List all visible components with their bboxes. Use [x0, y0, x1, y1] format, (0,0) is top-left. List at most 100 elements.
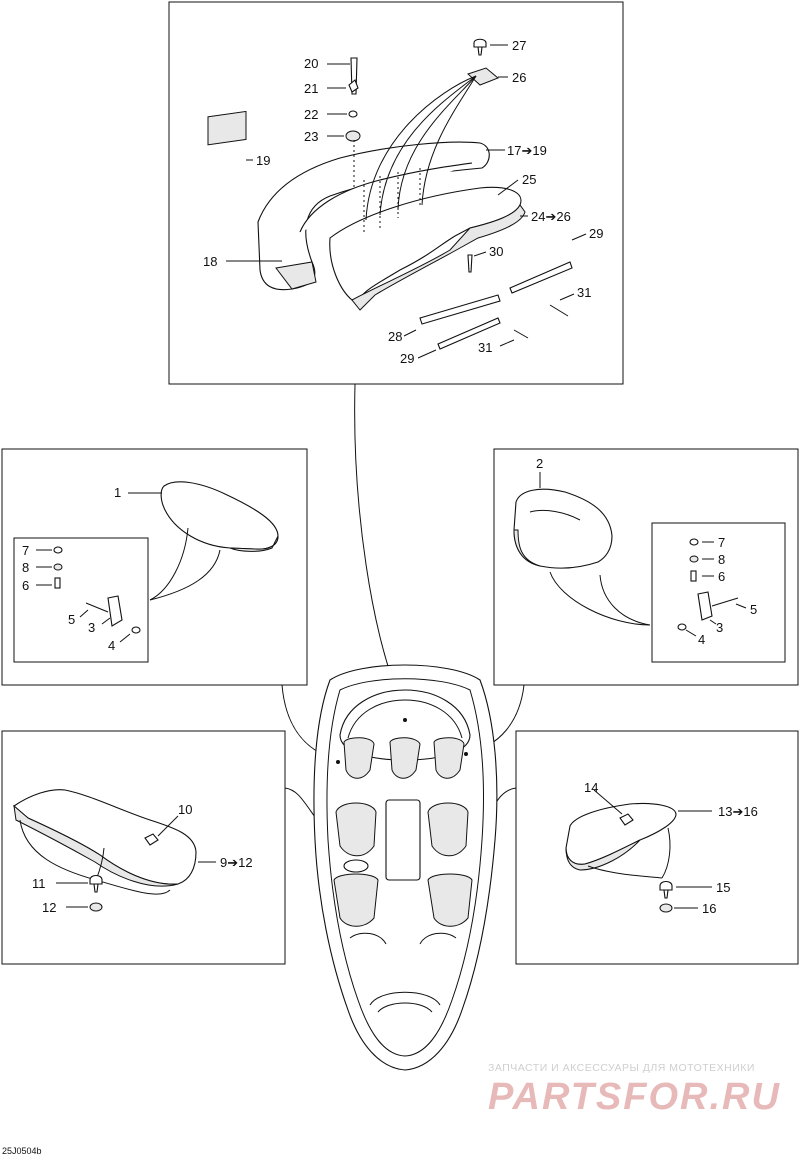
lower-right-callout-16: 16	[702, 901, 716, 916]
lower-right-fastener-14	[619, 813, 634, 826]
callout-26: 26	[512, 70, 526, 85]
lower-right-cushion-side	[565, 839, 641, 871]
left-screw-6	[54, 577, 61, 589]
left-callout-4: 4	[108, 638, 115, 653]
strip-28	[419, 294, 501, 325]
left-arrow-1	[149, 527, 189, 601]
lower-right-callout-14: 14	[584, 780, 598, 795]
left-washer-4	[131, 626, 141, 634]
callout-24-26: 24➔26	[531, 209, 571, 224]
right-arrow-1	[549, 571, 651, 626]
callout-31-upper: 31	[577, 285, 591, 300]
hull-seat-rear-left	[333, 873, 379, 927]
right-callout-8: 8	[718, 552, 725, 567]
left-bracket-3	[107, 595, 123, 627]
pin-30	[467, 254, 473, 273]
right-panel-frame	[493, 448, 799, 686]
hull-seat-front-3	[433, 737, 465, 779]
top-panel-frame	[168, 1, 624, 385]
callout-21: 21	[304, 81, 318, 96]
hull-marker-top	[403, 718, 407, 722]
callout-23: 23	[304, 129, 318, 144]
hull-stern-curve	[369, 991, 441, 1006]
lower-left-callout-9-12: 9➔12	[220, 855, 253, 870]
left-callout-3: 3	[88, 620, 95, 635]
seat-cover-rim	[299, 162, 473, 233]
right-screw-6	[690, 570, 697, 582]
lower-right-plug-15	[659, 880, 673, 899]
lower-right-arrow-2	[661, 827, 671, 879]
right-arrow-2	[599, 574, 651, 626]
washer-23	[345, 130, 361, 142]
right-bolt-5	[711, 597, 739, 607]
top-leaders	[226, 44, 587, 359]
lower-left-panel-frame	[1, 730, 286, 965]
hull-inner	[326, 678, 484, 1057]
right-callout-7: 7	[718, 535, 725, 550]
callout-25: 25	[522, 172, 536, 187]
right-backrest-face	[513, 529, 541, 567]
lower-right-callout-15: 15	[716, 880, 730, 895]
hull-seat-rear-right	[427, 873, 473, 927]
watermark-subtitle: ЗАПЧАСТИ И АКСЕССУАРЫ ДЛЯ МОТОТЕХНИКИ	[488, 1062, 755, 1074]
right-backrest	[513, 488, 613, 569]
fan-line-3	[397, 75, 477, 211]
hull-seat-mid-left	[335, 802, 377, 857]
right-callout-4: 4	[698, 632, 705, 647]
hull-cockpit-rim	[347, 699, 463, 739]
hull-steering	[343, 859, 369, 873]
right-leaders	[539, 472, 747, 637]
lower-left-seat	[13, 789, 197, 885]
callout-29-lower: 29	[400, 351, 414, 366]
lower-left-callout-10: 10	[178, 802, 192, 817]
callout-27: 27	[512, 38, 526, 53]
right-washer-4	[677, 623, 687, 631]
seat-cushion-side	[351, 204, 526, 311]
lower-left-washer-12	[89, 902, 103, 912]
washer-22	[348, 110, 358, 118]
right-callout-6: 6	[718, 569, 725, 584]
left-arrow-2	[149, 549, 221, 601]
hull-console	[385, 799, 421, 881]
lower-right-washer-16	[659, 903, 673, 913]
callout-18: 18	[203, 254, 217, 269]
lower-right-leaders	[593, 789, 712, 909]
lower-left-arrow-3	[95, 879, 171, 895]
hull-stern-curve-inner	[377, 1002, 433, 1013]
lower-right-arrow-1	[587, 865, 663, 879]
lower-right-callout-13-16: 13➔16	[718, 804, 758, 819]
hull-seat-mid-right	[427, 802, 469, 857]
lower-left-fastener-10	[144, 833, 159, 846]
left-washer-8	[53, 563, 63, 571]
decal-19	[207, 110, 247, 146]
callout-28: 28	[388, 329, 402, 344]
right-callout-5: 5	[750, 602, 757, 617]
boat-hull	[313, 664, 498, 1071]
hull-stern-well	[349, 932, 457, 945]
callout-22: 22	[304, 107, 318, 122]
callout-19: 19	[256, 153, 270, 168]
seat-cover-end	[275, 261, 317, 290]
nut-21	[348, 79, 359, 93]
left-nut-7	[53, 546, 63, 554]
lower-left-plug-11	[89, 874, 103, 893]
left-bolt-5	[85, 602, 109, 613]
plug-27	[473, 38, 487, 56]
left-leaders	[36, 492, 162, 643]
fan-line-2	[379, 75, 477, 216]
left-callout-5: 5	[68, 612, 75, 627]
left-callout-6: 6	[22, 578, 29, 593]
lower-left-leaders	[56, 815, 216, 908]
left-callout-7: 7	[22, 543, 29, 558]
right-backrest-crease	[529, 509, 581, 521]
right-inset-frame	[651, 522, 786, 663]
hull-marker-left	[336, 760, 340, 764]
fan-line-1	[365, 75, 477, 221]
right-nut-7	[689, 538, 699, 546]
left-panel-frame	[1, 448, 308, 686]
rivet-31a	[549, 304, 569, 317]
callout-17-19: 17➔19	[507, 143, 547, 158]
left-inset-frame	[13, 537, 149, 663]
right-callout-2: 2	[536, 456, 543, 471]
left-armrest-cushion	[160, 481, 279, 550]
